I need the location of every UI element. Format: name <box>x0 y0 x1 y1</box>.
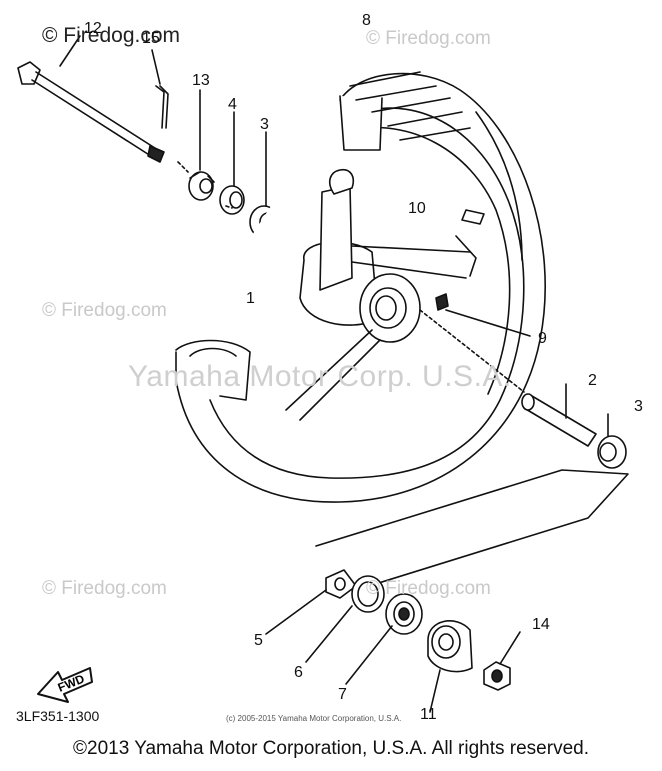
small-copyright: (c) 2005-2015 Yamaha Motor Corporation, … <box>226 714 402 723</box>
collar-part-2 <box>521 393 597 447</box>
watermark-center: Yamaha Motor Corp. U.S.A. <box>128 360 512 393</box>
part-number-15: 15 <box>142 30 160 47</box>
gear-unit-part-11 <box>427 620 473 673</box>
footer-copyright: ©2013 Yamaha Motor Corporation, U.S.A. A… <box>73 738 589 759</box>
watermark-mid-left: © Firedog.com <box>42 300 167 321</box>
seal-part-4 <box>219 185 245 215</box>
part-number-2: 2 <box>588 372 597 389</box>
watermark-lower-left: © Firedog.com <box>42 578 167 599</box>
seal-part-6 <box>351 575 385 613</box>
bearing-part-3-right <box>597 435 627 469</box>
part-number-9: 9 <box>538 330 547 347</box>
nut-part-14 <box>483 661 511 691</box>
part-number-10: 10 <box>408 200 426 217</box>
part-number-8: 8 <box>362 12 371 29</box>
spacer-part-13 <box>188 171 215 201</box>
exploded-bracket-line <box>315 469 629 591</box>
part-number-11: 11 <box>420 706 437 723</box>
valve-part-9 <box>435 293 449 311</box>
part-number-7: 7 <box>338 686 347 703</box>
part-number-12: 12 <box>84 20 102 37</box>
part-number-13: 13 <box>192 72 210 89</box>
part-number-14: 14 <box>532 616 550 633</box>
part-number-3-right: 3 <box>634 398 643 415</box>
part-number-4: 4 <box>228 96 237 113</box>
bearing-part-7 <box>385 593 423 635</box>
watermark-lower-mid: © Firedog.com <box>366 578 491 599</box>
cotter-pin-part-15 <box>155 85 169 129</box>
forward-arrow-icon <box>37 667 93 703</box>
hub-part-1 <box>285 168 477 421</box>
part-number-6: 6 <box>294 664 303 681</box>
watermark-top-right: © Firedog.com <box>366 28 491 49</box>
watermark-top-left: © Firedog.com <box>42 24 181 47</box>
axle-part-12 <box>17 61 165 163</box>
part-number-5: 5 <box>254 632 263 649</box>
diagram-code: 3LF351-1300 <box>16 708 100 724</box>
weight-part-10 <box>461 209 485 225</box>
part-number-1: 1 <box>246 290 255 307</box>
part-number-3-left: 3 <box>260 116 269 133</box>
